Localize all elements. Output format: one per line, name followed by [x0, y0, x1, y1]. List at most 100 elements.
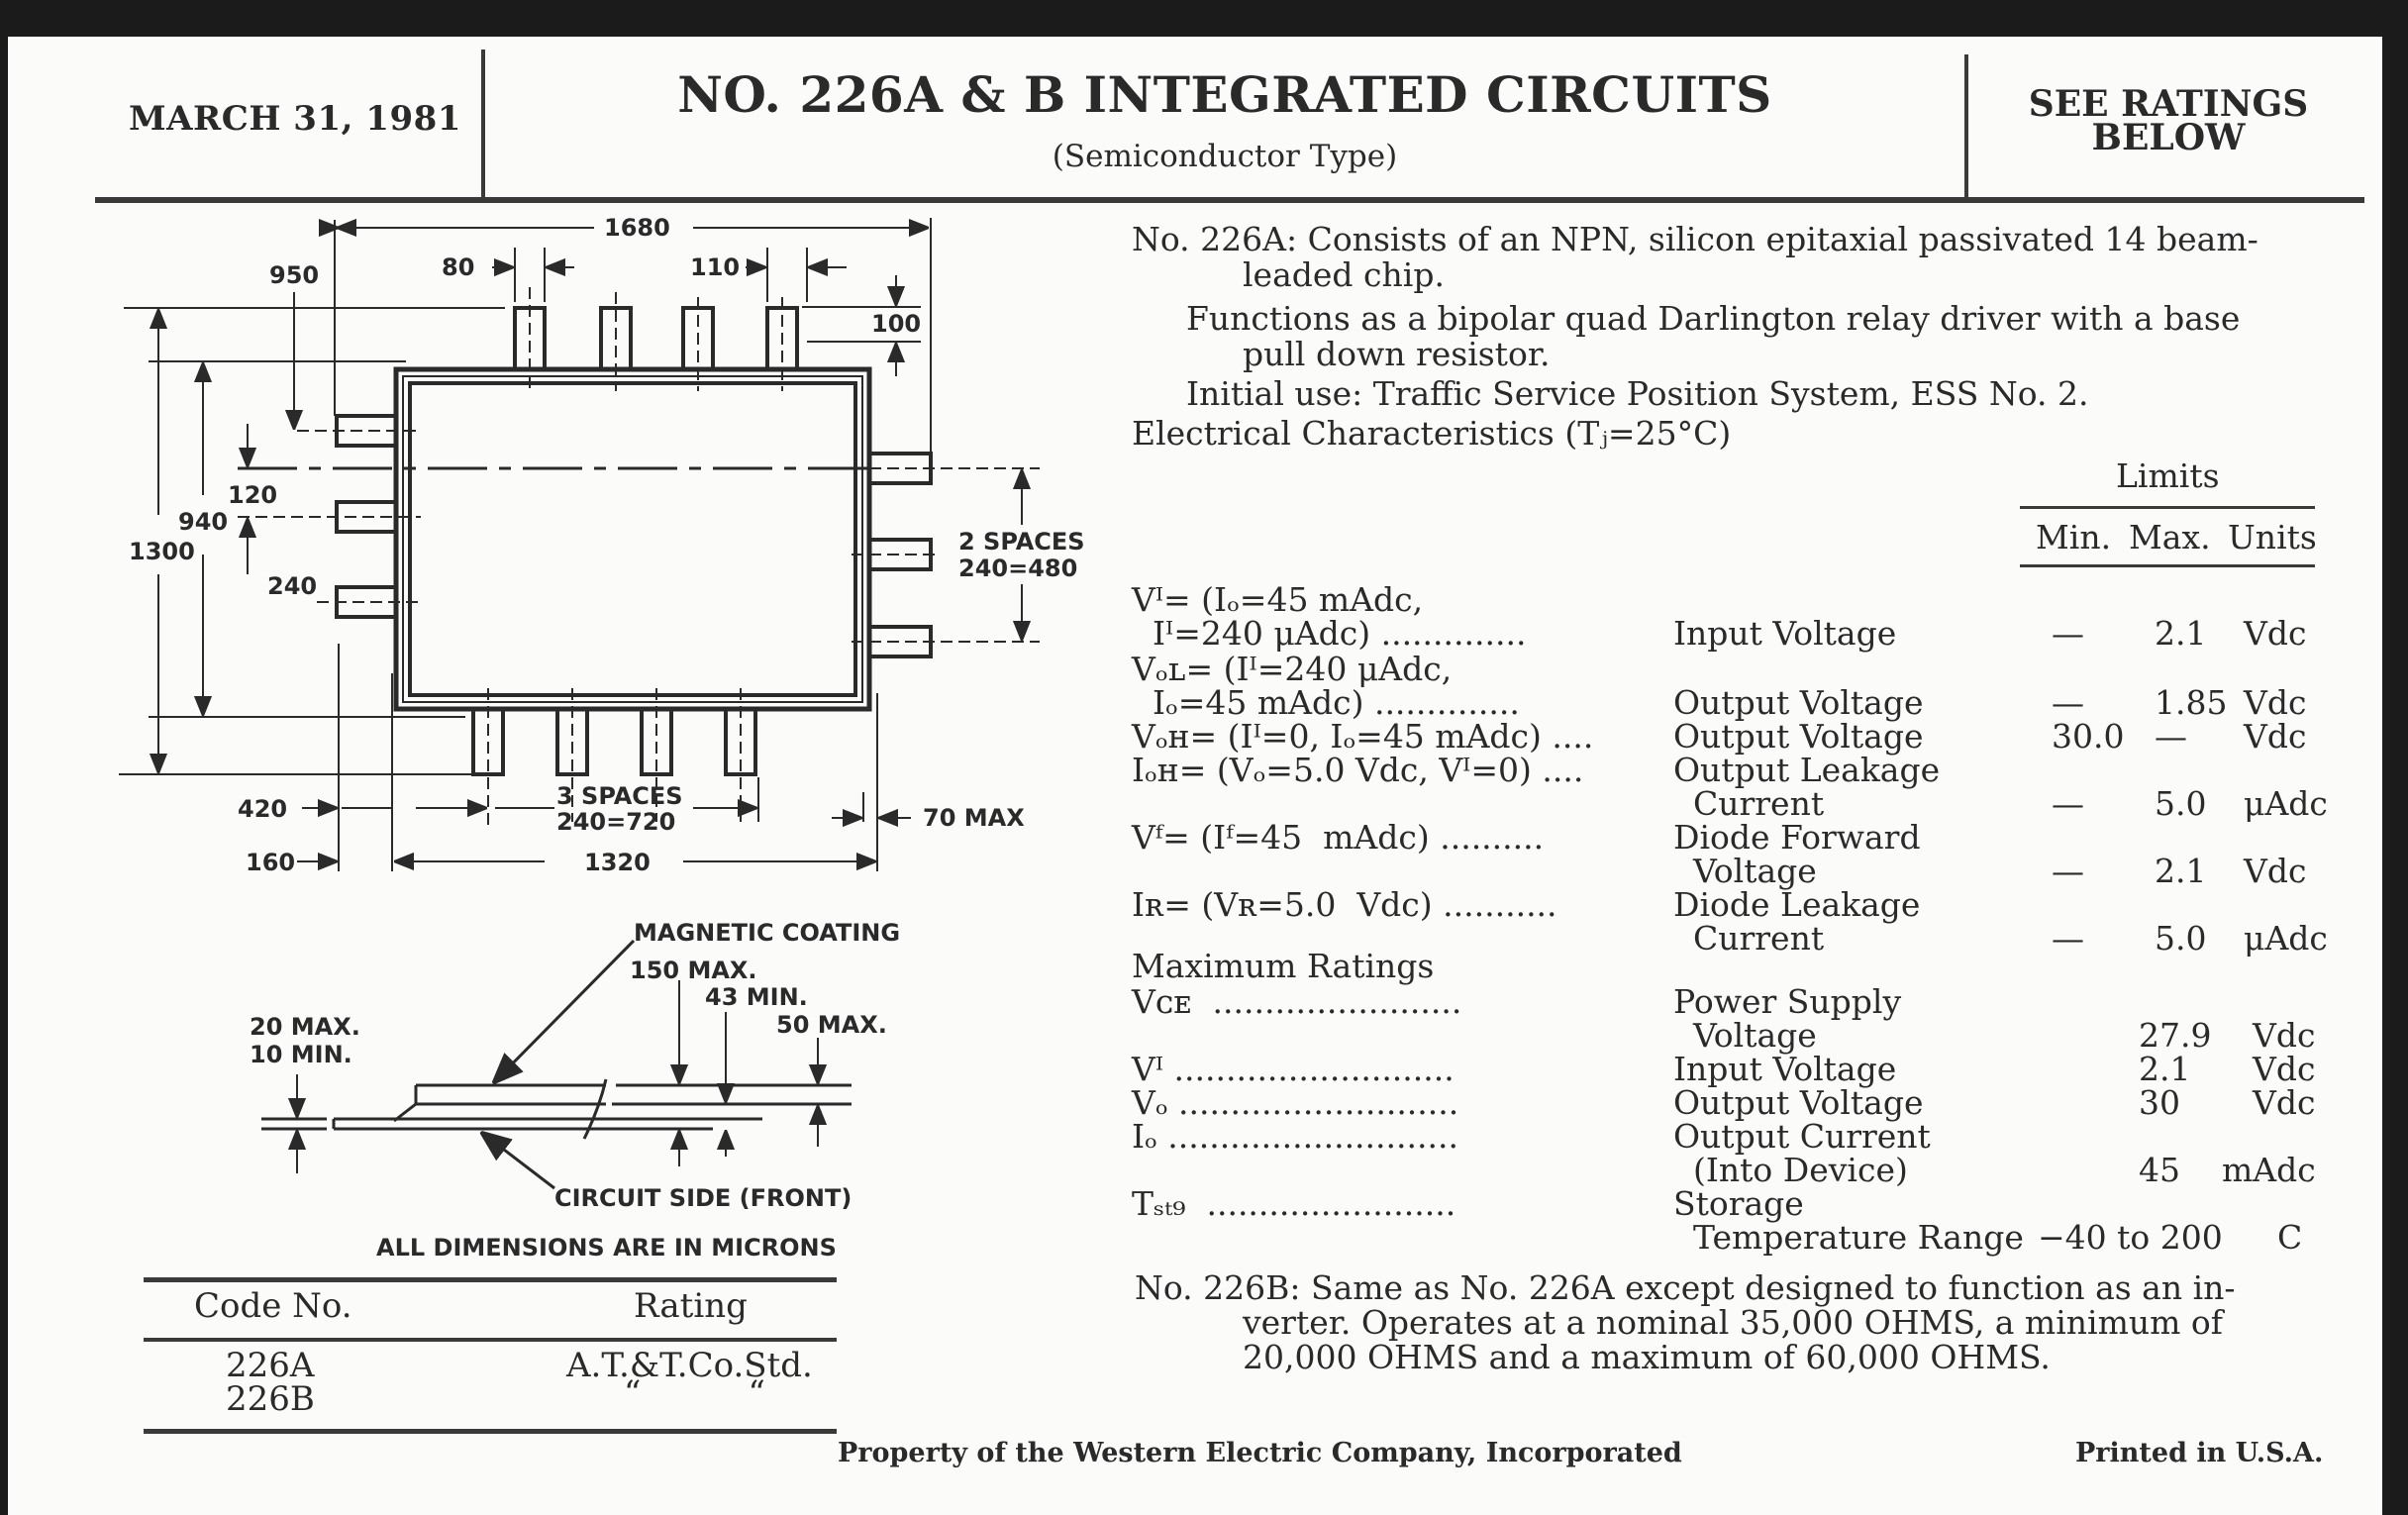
max-rating-parameter: Input Voltage	[1673, 1050, 1897, 1088]
label-50-max: 50 MAX.	[776, 1011, 887, 1039]
max-rating-value: 30	[2139, 1083, 2180, 1122]
limits-group-header: Limits	[2116, 456, 2220, 495]
desc-226a-line2: leaded chip.	[1243, 255, 1445, 294]
code-table-bottom-rule	[144, 1429, 837, 1434]
limits-row-parameter-cont: Current	[1693, 784, 1825, 823]
footer-printed: Printed in U.S.A.	[2075, 1438, 2324, 1468]
limits-row-max: —	[2155, 717, 2187, 756]
max-rating-value: 2.1	[2139, 1050, 2191, 1088]
label-43-min: 43 MIN.	[705, 983, 808, 1011]
dim-3-spaces-label: 3 SPACES	[556, 782, 683, 810]
desc-function-line1: Functions as a bipolar quad Darlington r…	[1186, 299, 2241, 338]
max-rating-symbol: Vᴵ ...........................	[1132, 1050, 1455, 1088]
label-magnetic-coating: MAGNETIC COATING	[634, 919, 900, 947]
dim-160: 160	[246, 849, 295, 876]
max-rating-value: 45	[2139, 1151, 2180, 1189]
ratings-note: SEE RATINGS BELOW	[1970, 86, 2366, 158]
limits-row-condition: Vₒʟ= (Iᴵ=240 μAdc,	[1132, 650, 1453, 688]
max-rating-symbol: Iₒ ............................	[1132, 1117, 1458, 1156]
limits-row-min: —	[2052, 784, 2084, 823]
limits-row-parameter-cont: Voltage	[1693, 852, 1817, 890]
max-rating-parameter-cont: Temperature Range	[1693, 1218, 2024, 1257]
left-leads	[238, 414, 421, 619]
ratings-note-line2: BELOW	[2091, 117, 2246, 158]
header-divider-right	[1964, 54, 1968, 198]
dim-950: 950	[269, 261, 319, 289]
units-note: ALL DIMENSIONS ARE IN MICRONS	[376, 1234, 837, 1262]
dim-1320: 1320	[584, 849, 651, 876]
max-rating-parameter: Storage	[1673, 1184, 1804, 1223]
max-rating-units: Vdc	[2253, 1050, 2316, 1088]
dim-110: 110	[690, 253, 740, 281]
max-rating-value: −40 to 200	[2038, 1218, 2223, 1257]
limits-row-parameter-cont: Current	[1693, 919, 1825, 958]
max-rating-symbol: Vᴄᴇ ........................	[1132, 982, 1462, 1021]
limits-row-units: Vdc	[2244, 683, 2307, 722]
chip-body-mid	[402, 375, 863, 703]
max-rating-units: mAdc	[2222, 1151, 2316, 1189]
max-rating-parameter-cont: (Into Device)	[1693, 1151, 1908, 1189]
label-10-min: 10 MIN.	[250, 1041, 352, 1068]
code-table-mid-rule	[144, 1338, 837, 1342]
dim-120: 120	[228, 481, 277, 509]
limits-row-max: 5.0	[2155, 784, 2207, 823]
limits-row-parameter: Output Leakage	[1673, 751, 1941, 789]
code-table-header-rating: Rating	[634, 1286, 748, 1326]
limits-row-min: —	[2052, 919, 2084, 958]
limits-col-max: Max.	[2129, 518, 2211, 556]
label-150-max: 150 MAX.	[630, 957, 757, 984]
chip-outline-drawing: 1680 950 80 110 100 120 940 1300 240 2 S…	[119, 214, 1085, 1262]
page-title: NO. 226A & B INTEGRATED CIRCUITS	[677, 65, 1772, 124]
limits-row-parameter: Input Voltage	[1673, 614, 1897, 653]
code-table-header-code: Code No.	[194, 1286, 352, 1326]
code-row-226b-rating: “ “	[624, 1373, 765, 1413]
dim-940: 940	[178, 508, 228, 536]
code-table-top-rule	[144, 1277, 837, 1282]
max-rating-parameter-cont: Voltage	[1693, 1016, 1817, 1055]
issue-date: MARCH 31, 1981	[129, 99, 461, 139]
limits-row-min: —	[2052, 683, 2084, 722]
top-leads	[513, 287, 799, 391]
limits-row-units: Vdc	[2244, 852, 2307, 890]
code-row-226b-code: 226B	[226, 1379, 315, 1419]
chip-body-inner	[408, 381, 857, 697]
limits-row-units: Vdc	[2244, 614, 2307, 653]
limits-row-condition-cont: Iᴵ=240 μAdc) ..............	[1132, 614, 1527, 653]
max-ratings-heading: Maximum Ratings	[1132, 947, 1435, 985]
header-bottom-rule	[95, 197, 2364, 203]
data-sheet-page	[8, 37, 2382, 1515]
limits-row-min: —	[2052, 852, 2084, 890]
limits-row-max: 1.85	[2155, 683, 2228, 722]
limits-row-min: —	[2052, 614, 2084, 653]
limits-row-condition-cont: Iₒ=45 mAdc) ..............	[1132, 683, 1520, 722]
note-226b-line3: 20,000 OHMS and a maximum of 60,000 OHMS…	[1243, 1338, 2051, 1376]
max-rating-parameter: Power Supply	[1673, 982, 1902, 1021]
dim-80: 80	[442, 253, 474, 281]
right-leads	[852, 452, 1040, 658]
limits-row-parameter: Diode Forward	[1673, 818, 1921, 857]
limits-row-parameter: Output Voltage	[1673, 683, 1924, 722]
max-rating-parameter: Output Voltage	[1673, 1083, 1924, 1122]
dim-70-max: 70 MAX	[923, 804, 1025, 832]
limits-col-min: Min.	[2036, 518, 2112, 556]
footer-property: Property of the Western Electric Company…	[838, 1438, 1682, 1468]
note-226b-line1: No. 226B: Same as No. 226A except design…	[1135, 1268, 2236, 1307]
max-rating-parameter: Output Current	[1673, 1117, 1931, 1156]
electrical-heading: Electrical Characteristics (Tⱼ=25°C)	[1132, 414, 1732, 453]
dim-2-spaces-value: 240=480	[958, 555, 1077, 582]
page-subtitle: (Semiconductor Type)	[1052, 139, 1398, 174]
max-rating-value: 27.9	[2139, 1016, 2212, 1055]
limits-row-parameter: Diode Leakage	[1673, 885, 1921, 924]
limits-row-units: μAdc	[2244, 919, 2328, 958]
bottom-leads	[471, 688, 757, 827]
max-rating-units: Vdc	[2253, 1016, 2316, 1055]
dim-1300: 1300	[129, 538, 195, 565]
limits-row-units: μAdc	[2244, 784, 2328, 823]
desc-initial-use: Initial use: Traffic Service Position Sy…	[1186, 374, 2089, 413]
limits-row-parameter: Output Voltage	[1673, 717, 1924, 756]
dim-1680: 1680	[604, 214, 670, 242]
limits-row-condition: Vᴵ= (Iₒ=45 mAdc,	[1132, 580, 1424, 619]
max-rating-symbol: Tₛₜ₉ ........................	[1132, 1184, 1456, 1223]
dim-3-spaces-value: 240=720	[556, 808, 675, 836]
limits-row-condition: Iʀ= (Vʀ=5.0 Vdc) ...........	[1132, 885, 1557, 924]
